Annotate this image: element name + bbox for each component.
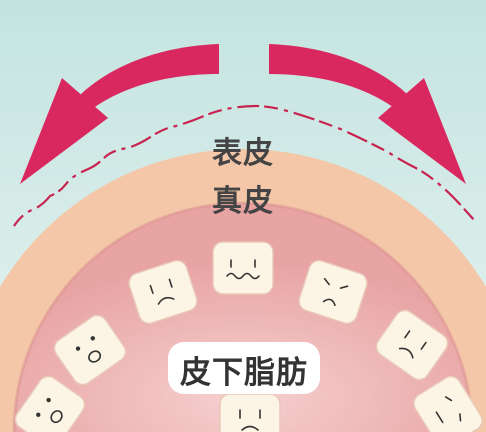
subcutaneous-label-background xyxy=(168,342,320,394)
dermis-label: 真皮 xyxy=(212,184,274,219)
fat-cell-frown xyxy=(219,393,281,432)
fat-cell-gasp xyxy=(14,375,86,432)
fat-cell-sad xyxy=(298,259,368,325)
subcutaneous-fat-label: 皮下脂肪 xyxy=(180,355,308,391)
fat-cells xyxy=(14,241,483,432)
arrow-left xyxy=(81,44,219,112)
fat-cell-gasp xyxy=(53,314,127,386)
subcutaneous-rim xyxy=(12,201,474,432)
fat-cell-frown xyxy=(375,309,449,381)
fat-cell-worried-wavy xyxy=(212,241,274,295)
fat-cell-frown xyxy=(128,259,198,325)
arrow-right-head xyxy=(378,78,466,184)
arrow-left-head xyxy=(20,78,108,184)
arrow-right xyxy=(269,44,407,112)
skin-surface-line xyxy=(13,104,475,227)
epidermis-label: 表皮 xyxy=(212,136,274,171)
fat-cell-squint xyxy=(413,375,483,432)
subcutaneous-layer xyxy=(14,203,472,432)
